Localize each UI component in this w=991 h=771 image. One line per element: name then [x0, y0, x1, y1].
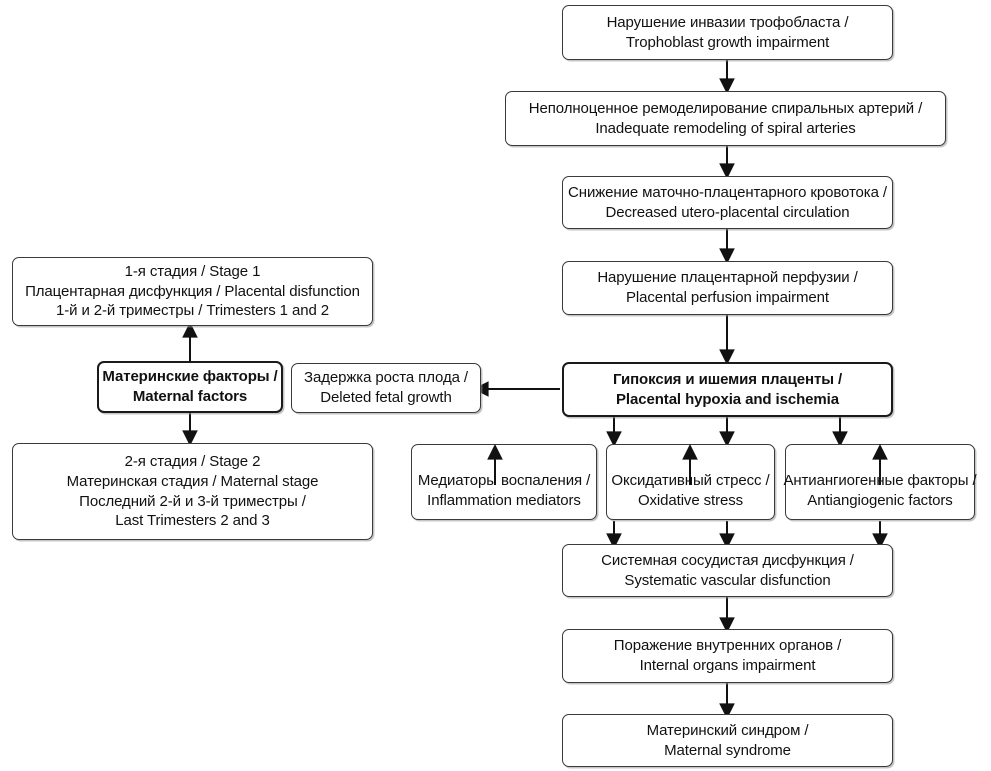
node-line-ru: Материнские факторы /	[102, 368, 278, 386]
node-line-ru: Системная сосудистая дисфункция /	[601, 551, 854, 569]
node-line-en: Placental hypoxia and ischemia	[616, 390, 839, 408]
node-line-ru: Материнский синдром /	[646, 721, 809, 739]
node-placental-perfusion-impairment[interactable]: Нарушение плацентарной перфузии / Placen…	[562, 261, 893, 315]
node-line-ru: Гипоксия и ишемия плаценты /	[612, 370, 843, 388]
node-placental-hypoxia-and-ischemia[interactable]: Гипоксия и ишемия плаценты / Placental h…	[562, 362, 893, 417]
node-trophoblast-growth-impairment[interactable]: Нарушение инвазии трофобласта / Trophobl…	[562, 5, 893, 60]
node-decreased-utero-placental-circulation[interactable]: Снижение маточно-плацентарного кровотока…	[562, 176, 893, 229]
node-systematic-vascular-disfunction[interactable]: Системная сосудистая дисфункция / System…	[562, 544, 893, 597]
node-line-ru: Оксидативный стресс /	[611, 472, 770, 490]
node-line-ru: Снижение маточно-плацентарного кровотока…	[568, 183, 887, 201]
node-inflammation-mediators[interactable]: Медиаторы воспаления / Inflammation medi…	[411, 444, 597, 520]
node-line-stage: 1-я стадия / Stage 1	[124, 262, 261, 280]
node-line-ru: Антиангиогенные факторы /	[783, 472, 977, 490]
node-line-en: Maternal factors	[132, 388, 248, 405]
node-deleted-fetal-growth[interactable]: Задержка роста плода / Deleted fetal gro…	[291, 363, 481, 413]
node-line-en: Trophoblast growth impairment	[625, 33, 830, 51]
node-line-en: Decreased utero-placental circulation	[605, 203, 850, 221]
node-line-en: Deleted fetal growth	[320, 389, 452, 406]
node-line-en: Internal organs impairment	[639, 657, 816, 674]
node-line-en: Inadequate remodeling of spiral arteries	[595, 119, 856, 137]
node-stage-1-placental-dysfunction[interactable]: 1-я стадия / Stage 1 Плацентарная дисфун…	[12, 257, 373, 326]
node-line-ru: Поражение внутренних органов /	[613, 637, 842, 655]
node-internal-organs-impairment[interactable]: Поражение внутренних органов / Internal …	[562, 629, 893, 683]
node-line-en: Maternal syndrome	[664, 741, 791, 759]
node-line-desc: Плацентарная дисфункция / Placental disf…	[25, 282, 360, 300]
node-line-en: Inflammation mediators	[427, 492, 581, 510]
node-line-en: Systematic vascular disfunction	[624, 571, 831, 589]
node-line-ru: Нарушение плацентарной перфузии /	[597, 269, 858, 287]
node-antiangiogenic-factors[interactable]: Антиангиогенные факторы / Antiangiogenic…	[783, 444, 977, 520]
node-stage-2-maternal-stage[interactable]: 2-я стадия / Stage 2 Материнская стадия …	[12, 443, 373, 540]
node-maternal-factors[interactable]: Материнские факторы / Maternal factors	[97, 361, 283, 413]
node-line-ru: Неполноценное ремоделирование спиральных…	[528, 99, 923, 117]
node-line-desc: Материнская стадия / Maternal stage	[66, 472, 319, 490]
node-line-en: Oxidative stress	[637, 492, 744, 510]
node-line-ru: Медиаторы воспаления /	[417, 472, 591, 490]
node-line-ru: Нарушение инвазии трофобласта /	[606, 13, 849, 31]
node-oxidative-stress[interactable]: Оксидативный стресс / Oxidative stress	[606, 444, 775, 520]
node-line-en: Antiangiogenic factors	[807, 492, 953, 510]
node-line-trimesters-en: Last Trimesters 2 and 3	[115, 512, 270, 530]
node-line-ru: Задержка роста плода /	[304, 369, 468, 387]
node-maternal-syndrome[interactable]: Материнский синдром / Maternal syndrome	[562, 714, 893, 767]
node-line-stage: 2-я стадия / Stage 2	[124, 452, 261, 470]
node-inadequate-remodeling-spiral-arteries[interactable]: Неполноценное ремоделирование спиральных…	[505, 91, 946, 146]
node-line-en: Placental perfusion impairment	[626, 289, 829, 306]
node-line-trimesters-ru: Последний 2-й и 3-й триместры /	[79, 492, 306, 510]
node-line-trimesters: 1-й и 2-й триместры / Trimesters 1 and 2	[55, 302, 330, 320]
